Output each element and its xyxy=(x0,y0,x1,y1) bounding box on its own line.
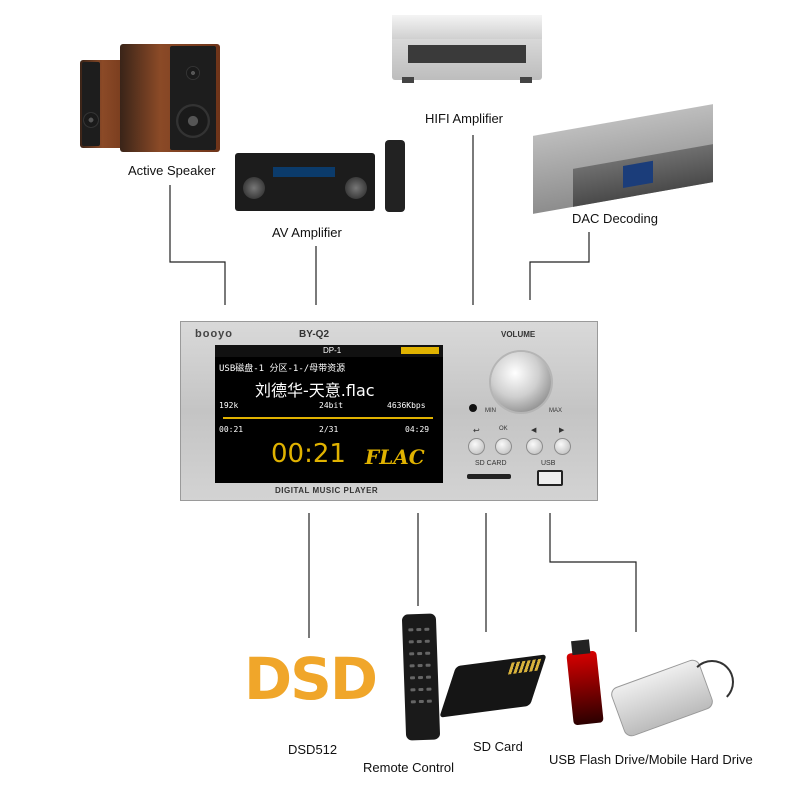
label-remote-control: Remote Control xyxy=(363,760,454,775)
ok-label: OK xyxy=(499,426,508,432)
player-screen: DP-1 USB磁盘-1 分区-1-/母带资源 刘德华-天意.flac 192k… xyxy=(215,345,443,483)
screen-elapsed-small: 00:21 xyxy=(219,425,243,434)
sd-card-slot[interactable] xyxy=(467,474,511,479)
label-av-amplifier: AV Amplifier xyxy=(272,225,342,240)
next-button[interactable] xyxy=(554,438,571,455)
volume-label: VOLUME xyxy=(501,330,535,339)
label-dac-decoding: DAC Decoding xyxy=(572,211,658,226)
progress-bar xyxy=(223,417,433,419)
volume-knob[interactable] xyxy=(491,352,551,412)
screen-path: USB磁盘-1 分区-1-/母带资源 xyxy=(219,361,345,374)
back-button[interactable] xyxy=(468,438,485,455)
battery-icon xyxy=(401,347,439,354)
back-icon: ↩ xyxy=(473,426,480,435)
label-dsd512: DSD512 xyxy=(288,742,337,757)
screen-bit-depth: 24bit xyxy=(319,401,343,410)
screen-status: DP-1 xyxy=(323,346,341,355)
screen-bitrate: 4636Kbps xyxy=(387,401,426,410)
prev-icon: ◀ xyxy=(531,426,536,434)
speaker-right xyxy=(120,44,220,152)
label-active-speaker: Active Speaker xyxy=(128,163,215,178)
hifi-amplifier-image xyxy=(392,15,542,80)
next-icon: ▶ xyxy=(559,426,564,434)
label-sd-card: SD Card xyxy=(473,739,523,754)
screen-format: FLAC xyxy=(365,445,425,469)
ir-sensor xyxy=(469,404,477,412)
label-hifi-amplifier: HIFI Amplifier xyxy=(425,111,503,126)
screen-track: 刘德华-天意.flac xyxy=(255,377,375,401)
max-label: MAX xyxy=(549,408,562,414)
line-active-speaker xyxy=(170,185,225,305)
brand-logo: booyo xyxy=(195,328,233,340)
line-dac xyxy=(530,232,589,300)
usb-label: USB xyxy=(541,460,555,467)
usb-port[interactable] xyxy=(537,470,563,486)
digital-music-player: booyo BY-Q2 VOLUME DP-1 USB磁盘-1 分区-1-/母带… xyxy=(180,321,598,501)
remote-control-image xyxy=(402,613,440,740)
screen-elapsed-big: 00:21 xyxy=(271,439,346,469)
prev-button[interactable] xyxy=(526,438,543,455)
dsd-logo: DSD xyxy=(244,645,376,713)
ok-button[interactable] xyxy=(495,438,512,455)
screen-sample-rate: 192k xyxy=(219,401,238,410)
screen-total: 04:29 xyxy=(405,425,429,434)
sd-card-label: SD CARD xyxy=(475,460,507,467)
hdd-cable xyxy=(690,660,734,704)
model-name: BY-Q2 xyxy=(299,329,329,340)
device-footer: DIGITAL MUSIC PLAYER xyxy=(275,486,378,495)
min-label: MIN xyxy=(485,408,496,414)
screen-index: 2/31 xyxy=(319,425,338,434)
label-usb-drive: USB Flash Drive/Mobile Hard Drive xyxy=(549,752,753,767)
line-usb xyxy=(550,513,636,632)
